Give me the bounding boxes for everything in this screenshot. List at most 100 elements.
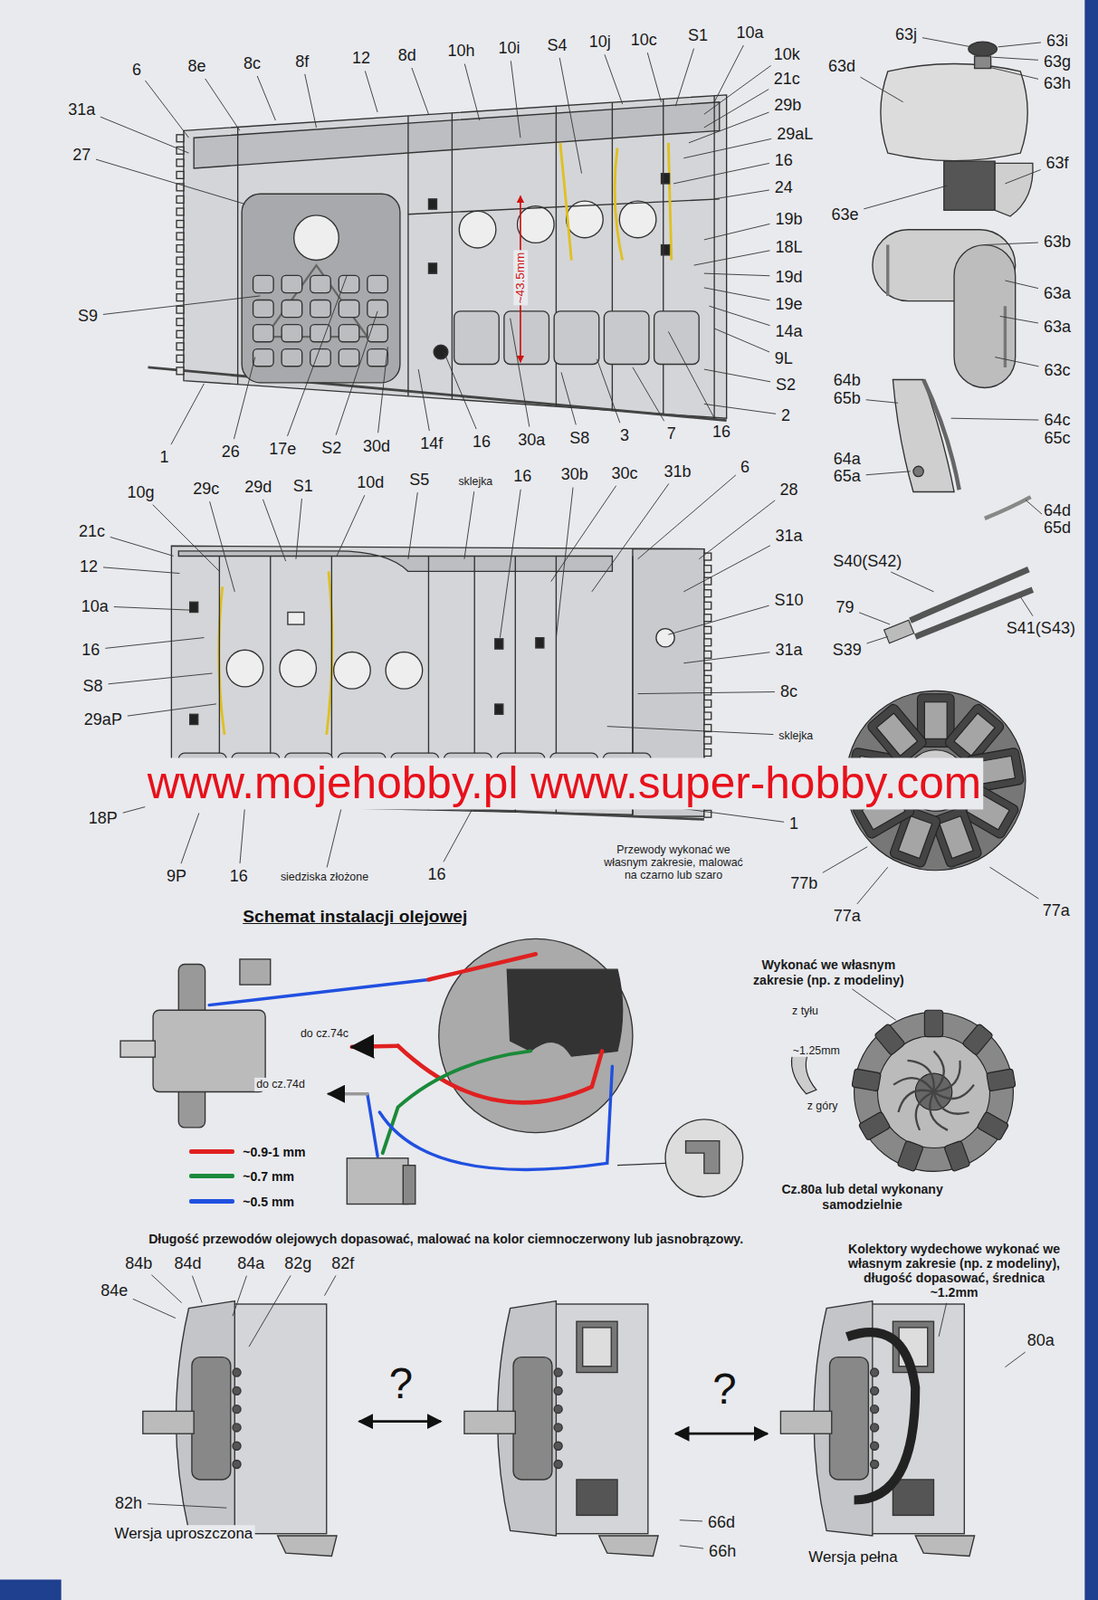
callout-number: S8 xyxy=(567,428,592,448)
leader-line xyxy=(133,1298,176,1318)
small-note: siedziska złożone xyxy=(278,870,371,884)
fuselage-panel xyxy=(535,638,545,649)
leader-line xyxy=(210,501,236,592)
callout-number: 8e xyxy=(186,57,209,77)
small-note: z tyłu xyxy=(790,1004,821,1018)
callout-number: 31a xyxy=(773,640,804,660)
callout-number: 63a xyxy=(1041,283,1073,303)
legend-row: ~0.5 mm xyxy=(189,1193,295,1211)
leader-line xyxy=(994,357,1039,367)
oil-tank xyxy=(880,41,1033,217)
leader-line xyxy=(110,536,174,556)
leader-line xyxy=(675,48,694,107)
callout-number: 30c xyxy=(609,464,640,484)
callout-number: 16 xyxy=(710,421,733,441)
callout-number: 8c xyxy=(241,54,263,74)
fuselage-panel xyxy=(176,305,184,314)
tank-bracket xyxy=(892,379,1031,518)
callout-number: 63i xyxy=(1044,31,1070,51)
leader-line xyxy=(992,57,1039,60)
callout-number: 63j xyxy=(893,25,919,45)
leader-line xyxy=(704,89,769,128)
nose-version-view xyxy=(143,1301,975,1557)
leader-line xyxy=(559,57,582,174)
fuselage-panel xyxy=(176,354,184,363)
legend-row: ~0.7 mm xyxy=(189,1168,295,1185)
callout-number: 6 xyxy=(130,59,144,79)
leader-line xyxy=(673,162,770,184)
leader-line xyxy=(890,572,934,592)
callout-number: 16 xyxy=(511,467,534,487)
nose-version-view xyxy=(599,1536,659,1557)
callout-number: 19d xyxy=(773,267,804,287)
nose-version-view xyxy=(191,1357,231,1480)
leader-line xyxy=(604,54,623,105)
fuselage-panel xyxy=(704,700,712,708)
fuselage-panel xyxy=(619,200,657,239)
leader-line xyxy=(326,806,342,869)
leader-line xyxy=(860,76,904,103)
fuselage-panel xyxy=(190,714,199,725)
leader-line xyxy=(335,311,378,436)
nose-version-view xyxy=(870,1460,879,1470)
nose-version-view xyxy=(576,1321,618,1373)
fuselage-panel xyxy=(385,652,423,690)
callout-number: 8f xyxy=(293,51,311,71)
callout-number: 10d xyxy=(354,473,386,493)
callout-number: 21c xyxy=(772,68,803,88)
callout-number: 66d xyxy=(706,1513,737,1533)
callout-number: 79 xyxy=(833,597,856,617)
leader-line xyxy=(248,1275,291,1347)
leader-line xyxy=(866,471,911,476)
callout-number: S10 xyxy=(772,590,805,610)
oil-schematic xyxy=(398,1046,602,1104)
oil-schematic xyxy=(402,1165,416,1205)
nose-version-view xyxy=(576,1479,618,1516)
callout-number: 29aL xyxy=(774,124,815,144)
callout-number: 29d xyxy=(242,477,274,497)
version-caption: Wersja pełna xyxy=(806,1549,899,1567)
nose-version-view xyxy=(870,1386,879,1395)
callout-number: 63d xyxy=(826,57,858,77)
instruction-note: Cz.80a lub detal wykonany samodzielnie xyxy=(771,1182,954,1212)
fuselage-panel xyxy=(704,687,712,696)
fuselage-panel xyxy=(226,649,264,688)
leader-line xyxy=(103,295,261,316)
callout-number: 82h xyxy=(113,1493,144,1513)
fuselage-panel xyxy=(176,232,184,240)
fuselage-panel xyxy=(517,206,555,244)
callout-number: 10a xyxy=(79,596,111,616)
callout-number: 77a xyxy=(1040,900,1072,920)
engine-rear-view xyxy=(924,1091,948,1134)
callout-number: 9L xyxy=(773,348,795,368)
leader-line xyxy=(114,607,191,612)
callout-number: 3 xyxy=(618,426,631,446)
fuselage-panel xyxy=(408,199,720,215)
engine-rear-view xyxy=(909,1088,934,1131)
leader-line xyxy=(714,328,770,353)
fuselage-panel xyxy=(176,220,184,229)
leader-line xyxy=(591,483,669,592)
callout-number: 63g xyxy=(1041,51,1073,71)
callout-number: 8d xyxy=(396,46,419,66)
leader-line xyxy=(95,159,246,204)
callout-number: 10a xyxy=(735,23,766,43)
question-mark: ? xyxy=(387,1358,415,1408)
nose-version-view xyxy=(553,1460,563,1470)
compare-arrow xyxy=(359,1420,441,1423)
fuselage-panel xyxy=(704,650,712,659)
compare-arrow xyxy=(359,1422,768,1435)
engine-rear-view xyxy=(893,1075,936,1093)
instruction-note: Wykonać we własnym zakresie (np. z model… xyxy=(742,957,915,987)
callout-number: 63e xyxy=(829,204,860,224)
fuselage-panel xyxy=(603,311,650,365)
nose-version-view xyxy=(553,1386,563,1395)
fuselage-panel xyxy=(219,571,333,735)
fuselage-panel xyxy=(428,199,437,210)
callout-number: S1 xyxy=(291,476,316,496)
leader-line xyxy=(683,138,772,158)
fuselage-panel xyxy=(661,245,670,256)
fuselage-panel xyxy=(253,300,275,318)
engine-rear-view xyxy=(944,1140,971,1172)
